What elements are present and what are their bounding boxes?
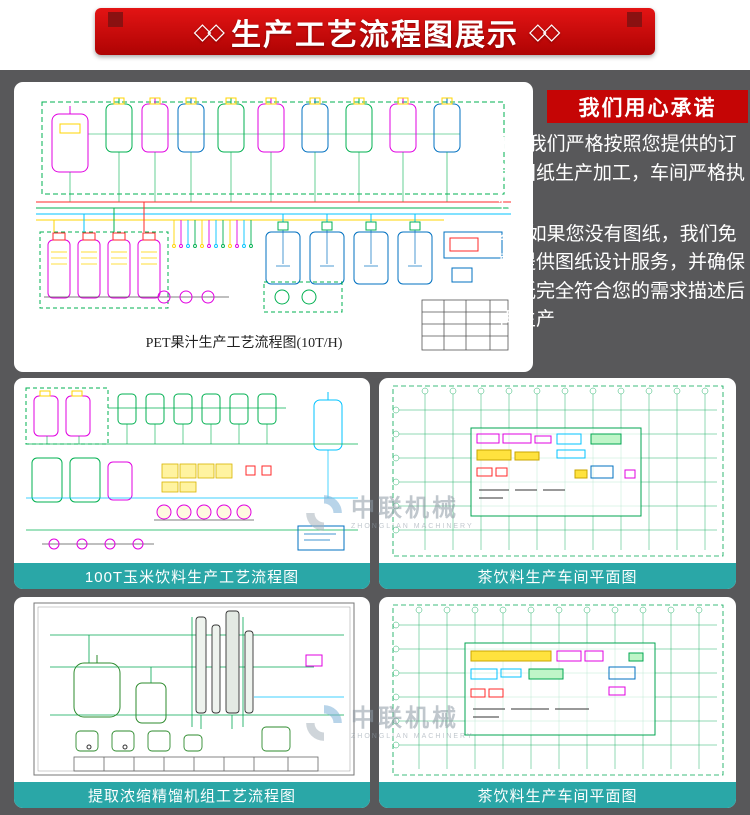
caption-corn-beverage: 100T玉米饮料生产工艺流程图 <box>14 563 370 589</box>
caption-tea-workshop-1: 茶饮料生产车间平面图 <box>379 563 736 589</box>
title-block <box>73 756 319 772</box>
corn-beverage-flow-diagram <box>25 387 358 551</box>
diagram-caption: PET果汁生产工艺流程图(10T/H) <box>145 336 343 351</box>
diamond-decor-right-icon: ◇◇ <box>529 18 560 44</box>
tea-workshop-plan-diagram-1 <box>392 385 724 557</box>
promise-item-2: 2、如果您没有图纸，我们免费提供图纸设计服务，并确保图纸完全符合您的需求描述后再… <box>498 223 746 331</box>
panel-pet-juice-diagram: PET果汁生产工艺流程图(10T/H) <box>14 82 533 372</box>
page-title-text: 生产工艺流程图展示 <box>231 18 519 52</box>
caption-extraction-unit: 提取浓缩精馏机组工艺流程图 <box>14 782 370 808</box>
banner-corner-right <box>627 12 642 27</box>
promise-text: 1、我们严格按照您提供的订单图纸生产加工，车间严格执行 2、如果您没有图纸，我们… <box>498 131 749 339</box>
caption-tea-workshop-2: 茶饮料生产车间平面图 <box>379 782 736 808</box>
title-block <box>421 299 509 351</box>
panel-tea-workshop-plan-2: 茶饮料生产车间平面图 <box>379 597 736 808</box>
pet-juice-flow-diagram <box>36 97 511 351</box>
banner-corner-left <box>108 12 123 27</box>
panel-corn-beverage-diagram: 100T玉米饮料生产工艺流程图 <box>14 378 370 589</box>
tea-workshop-plan-diagram-2 <box>392 604 724 776</box>
title-banner: ◇◇ 生产工艺流程图展示 ◇◇ <box>95 8 655 55</box>
panel-extraction-unit-diagram: 提取浓缩精馏机组工艺流程图 <box>14 597 370 808</box>
promise-header: 我们用心承诺 <box>547 90 748 123</box>
extraction-distillation-flow-diagram <box>33 602 355 776</box>
diamond-decor-left-icon: ◇◇ <box>193 18 225 44</box>
promise-item-1: 1、我们严格按照您提供的订单图纸生产加工，车间严格执行 <box>498 134 746 212</box>
panel-tea-workshop-plan-1: 茶饮料生产车间平面图 <box>379 378 736 589</box>
page-title: ◇◇ 生产工艺流程图展示 ◇◇ <box>193 10 561 54</box>
